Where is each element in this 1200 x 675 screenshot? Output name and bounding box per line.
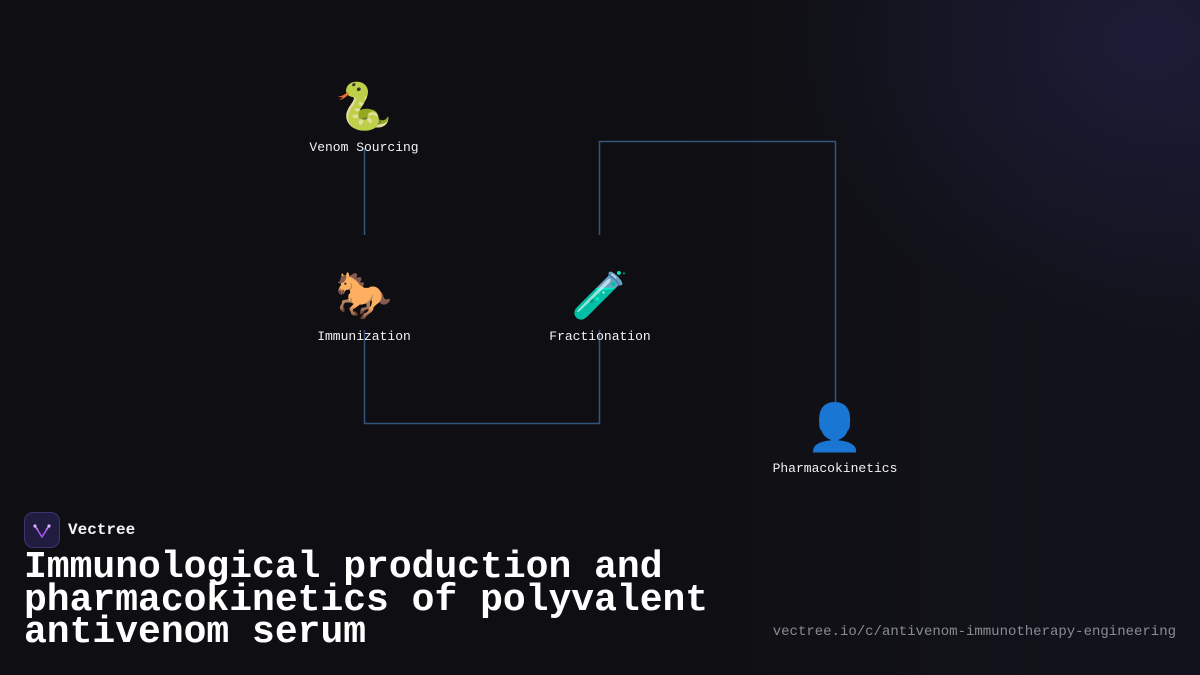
node-label: Pharmacokinetics [772,461,898,476]
person-icon: 👤 [806,400,864,454]
brand-name: Vectree [68,521,136,539]
node-immunization[interactable]: 🐎 Immunization [274,267,454,344]
edge-fractionation-to-pharmacokinetics [598,140,837,405]
vectree-logo-icon [24,512,60,548]
node-venom-sourcing[interactable]: 🐍 Venom Sourcing [274,78,454,155]
edge-immunization-to-fractionation [363,330,601,425]
node-pharmacokinetics[interactable]: 👤 Pharmacokinetics [745,399,925,476]
page-title: Immunological production and pharmacokin… [24,546,709,654]
source-url[interactable]: vectree.io/c/antivenom-immunotherapy-eng… [772,624,1176,640]
snake-icon: 🐍 [335,79,393,133]
node-label: Immunization [317,329,411,344]
node-fractionation[interactable]: 🧪 Fractionation [510,267,690,344]
horse-icon: 🐎 [335,268,393,322]
brand[interactable]: Vectree [24,512,135,548]
node-label: Venom Sourcing [309,140,419,155]
test-tube-icon: 🧪 [571,268,629,322]
node-label: Fractionation [549,329,651,344]
